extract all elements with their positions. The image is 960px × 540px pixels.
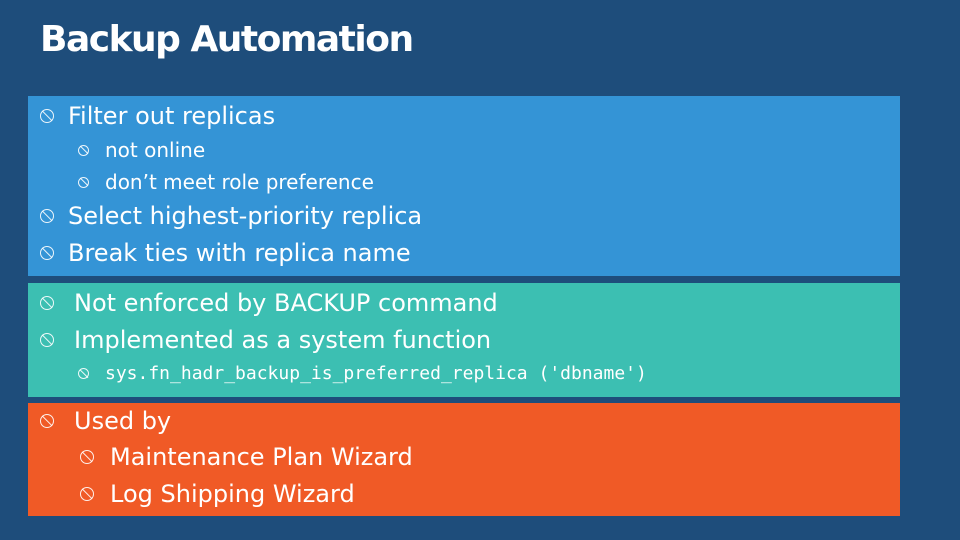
sub-bullet-text: Maintenance Plan Wizard [110,443,413,471]
sub-bullet-item: not online [78,138,205,162]
bullet-item: Break ties with replica name [40,239,411,267]
sub-bullet-text: don’t meet role preference [105,170,374,194]
bullet-item: Select highest-priority replica [40,202,422,230]
bullet-icon [40,246,54,260]
bullet-item: Used by [40,407,171,435]
sub-bullet-text: Log Shipping Wizard [110,480,355,508]
bullet-item: Implemented as a system function [40,326,491,354]
bullet-text: Filter out replicas [68,102,276,130]
bullet-icon [40,333,54,347]
bullet-icon [40,209,54,223]
bullet-icon [80,450,94,464]
bullet-icon [80,487,94,501]
panel-used-by: Used by Maintenance Plan Wizard Log Ship… [28,403,900,516]
sub-bullet-item: Maintenance Plan Wizard [80,443,413,471]
bullet-icon [78,176,89,188]
bullet-text: Not enforced by BACKUP command [74,289,498,317]
bullet-item: Not enforced by BACKUP command [40,289,498,317]
slide-title: Backup Automation [40,19,414,60]
sub-bullet-item: don’t meet role preference [78,170,374,194]
bullet-icon [40,296,54,310]
sub-bullet-item: Log Shipping Wizard [80,480,355,508]
function-code-text: sys.fn_hadr_backup_is_preferred_replica … [105,363,647,384]
bullet-text: Select highest-priority replica [68,202,423,230]
bullet-text: Implemented as a system function [74,326,492,354]
bullet-icon [78,368,89,379]
sub-bullet-item: sys.fn_hadr_backup_is_preferred_replica … [78,363,647,384]
bullet-text: Break ties with replica name [68,239,411,267]
bullet-icon [40,414,54,428]
panel-replica-selection: Filter out replicas not online don’t mee… [28,96,900,276]
bullet-item: Filter out replicas [40,102,275,130]
bullet-icon [78,144,89,156]
sub-bullet-text: not online [105,138,206,162]
panel-enforcement: Not enforced by BACKUP command Implement… [28,283,900,397]
bullet-text: Used by [74,407,172,435]
bullet-icon [40,109,54,123]
